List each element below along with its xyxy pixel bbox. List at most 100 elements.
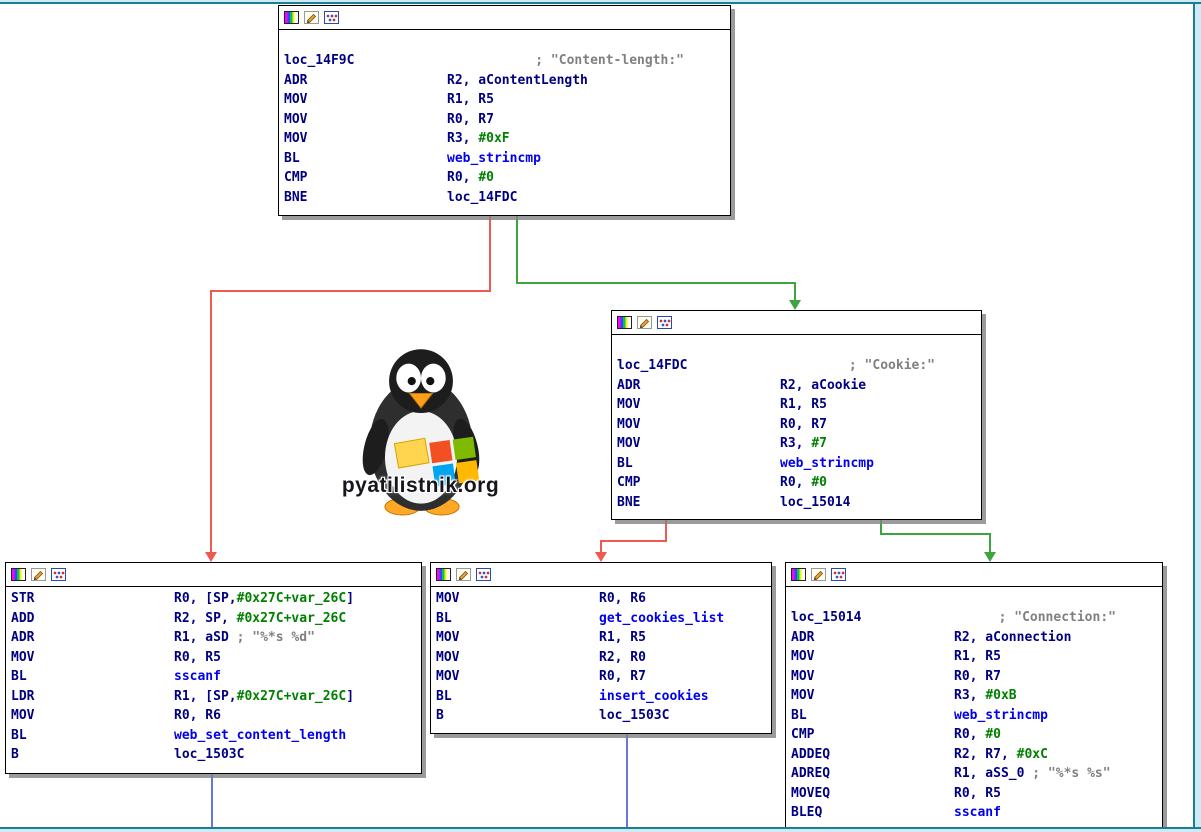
- asm-line[interactable]: BNE loc_14FDC: [284, 188, 726, 208]
- asm-mnemonic: MOV: [284, 111, 308, 127]
- asm-operand: R0,: [447, 170, 479, 185]
- window-icon[interactable]: [831, 568, 846, 581]
- node-color-icon[interactable]: [11, 568, 26, 581]
- window-icon[interactable]: [324, 11, 339, 24]
- watermark-logo: pyatilistnik.org: [323, 342, 518, 532]
- asm-mnemonic: BL: [436, 688, 452, 704]
- asm-line[interactable]: ADD R2, SP, #0x27C+var_26C: [11, 609, 417, 629]
- asm-comment: ; "%*s %d": [228, 630, 315, 645]
- asm-operand: R2, SP,: [174, 610, 237, 626]
- asm-mnemonic: BL: [284, 150, 300, 166]
- window-icon[interactable]: [657, 316, 672, 329]
- window-border-top: [0, 2, 1201, 4]
- asm-mnemonic: ADR: [617, 377, 641, 393]
- asm-operand: #0x27C+var_26C: [236, 610, 347, 626]
- asm-mnemonic: BL: [11, 727, 27, 743]
- node-toolbar: [431, 563, 771, 587]
- asm-operand: #0: [985, 727, 1001, 742]
- asm-operand: sscanf: [174, 669, 221, 684]
- asm-mnemonic: BL: [11, 669, 27, 684]
- node-color-icon[interactable]: [791, 568, 806, 581]
- asm-mnemonic: MOV: [436, 669, 460, 684]
- edit-node-icon[interactable]: [456, 568, 471, 581]
- edit-node-icon[interactable]: [304, 11, 319, 24]
- asm-mnemonic: MOV: [617, 397, 641, 412]
- asm-line[interactable]: loc_14F9C; "Content-length:": [284, 51, 726, 71]
- asm-mnemonic: STR: [11, 591, 35, 606]
- edit-node-icon[interactable]: [637, 316, 652, 329]
- asm-line[interactable]: loc_15014; "Connection:": [791, 608, 1158, 628]
- asm-operand: R0, R5: [174, 649, 221, 665]
- asm-mnemonic: MOV: [284, 92, 308, 107]
- edit-node-icon[interactable]: [31, 568, 46, 581]
- node-color-icon[interactable]: [617, 316, 632, 329]
- asm-mnemonic: BNE: [284, 189, 308, 205]
- asm-mnemonic: BLEQ: [791, 805, 823, 820]
- asm-comment: ; "Connection:": [998, 610, 1116, 625]
- asm-mnemonic: B: [436, 708, 444, 723]
- asm-mnemonic: ADD: [11, 610, 35, 626]
- window-border-right: [1193, 4, 1195, 827]
- window-icon[interactable]: [51, 568, 66, 581]
- asm-operand: R0, R7: [954, 668, 1001, 684]
- asm-operand: #0x27C+var_26C: [236, 591, 347, 606]
- asm-operand: loc_14FDC: [447, 189, 518, 205]
- window-icon[interactable]: [476, 568, 491, 581]
- node-color-icon[interactable]: [436, 568, 451, 581]
- asm-operand: R2, aContentLength: [447, 72, 588, 88]
- asm-line[interactable]: BL sscanf: [11, 667, 417, 687]
- edit-node-icon[interactable]: [811, 568, 826, 581]
- asm-mnemonic: ADREQ: [791, 766, 831, 781]
- asm-mnemonic: MOV: [284, 131, 308, 146]
- asm-operand: R0,: [780, 475, 812, 490]
- asm-mnemonic: BL: [617, 455, 633, 471]
- asm-operand: loc_1503C: [174, 747, 245, 762]
- node-color-icon[interactable]: [284, 11, 299, 24]
- asm-label: loc_14FDC: [617, 358, 688, 373]
- asm-line[interactable]: loc_14FDC; "Cookie:": [617, 356, 977, 376]
